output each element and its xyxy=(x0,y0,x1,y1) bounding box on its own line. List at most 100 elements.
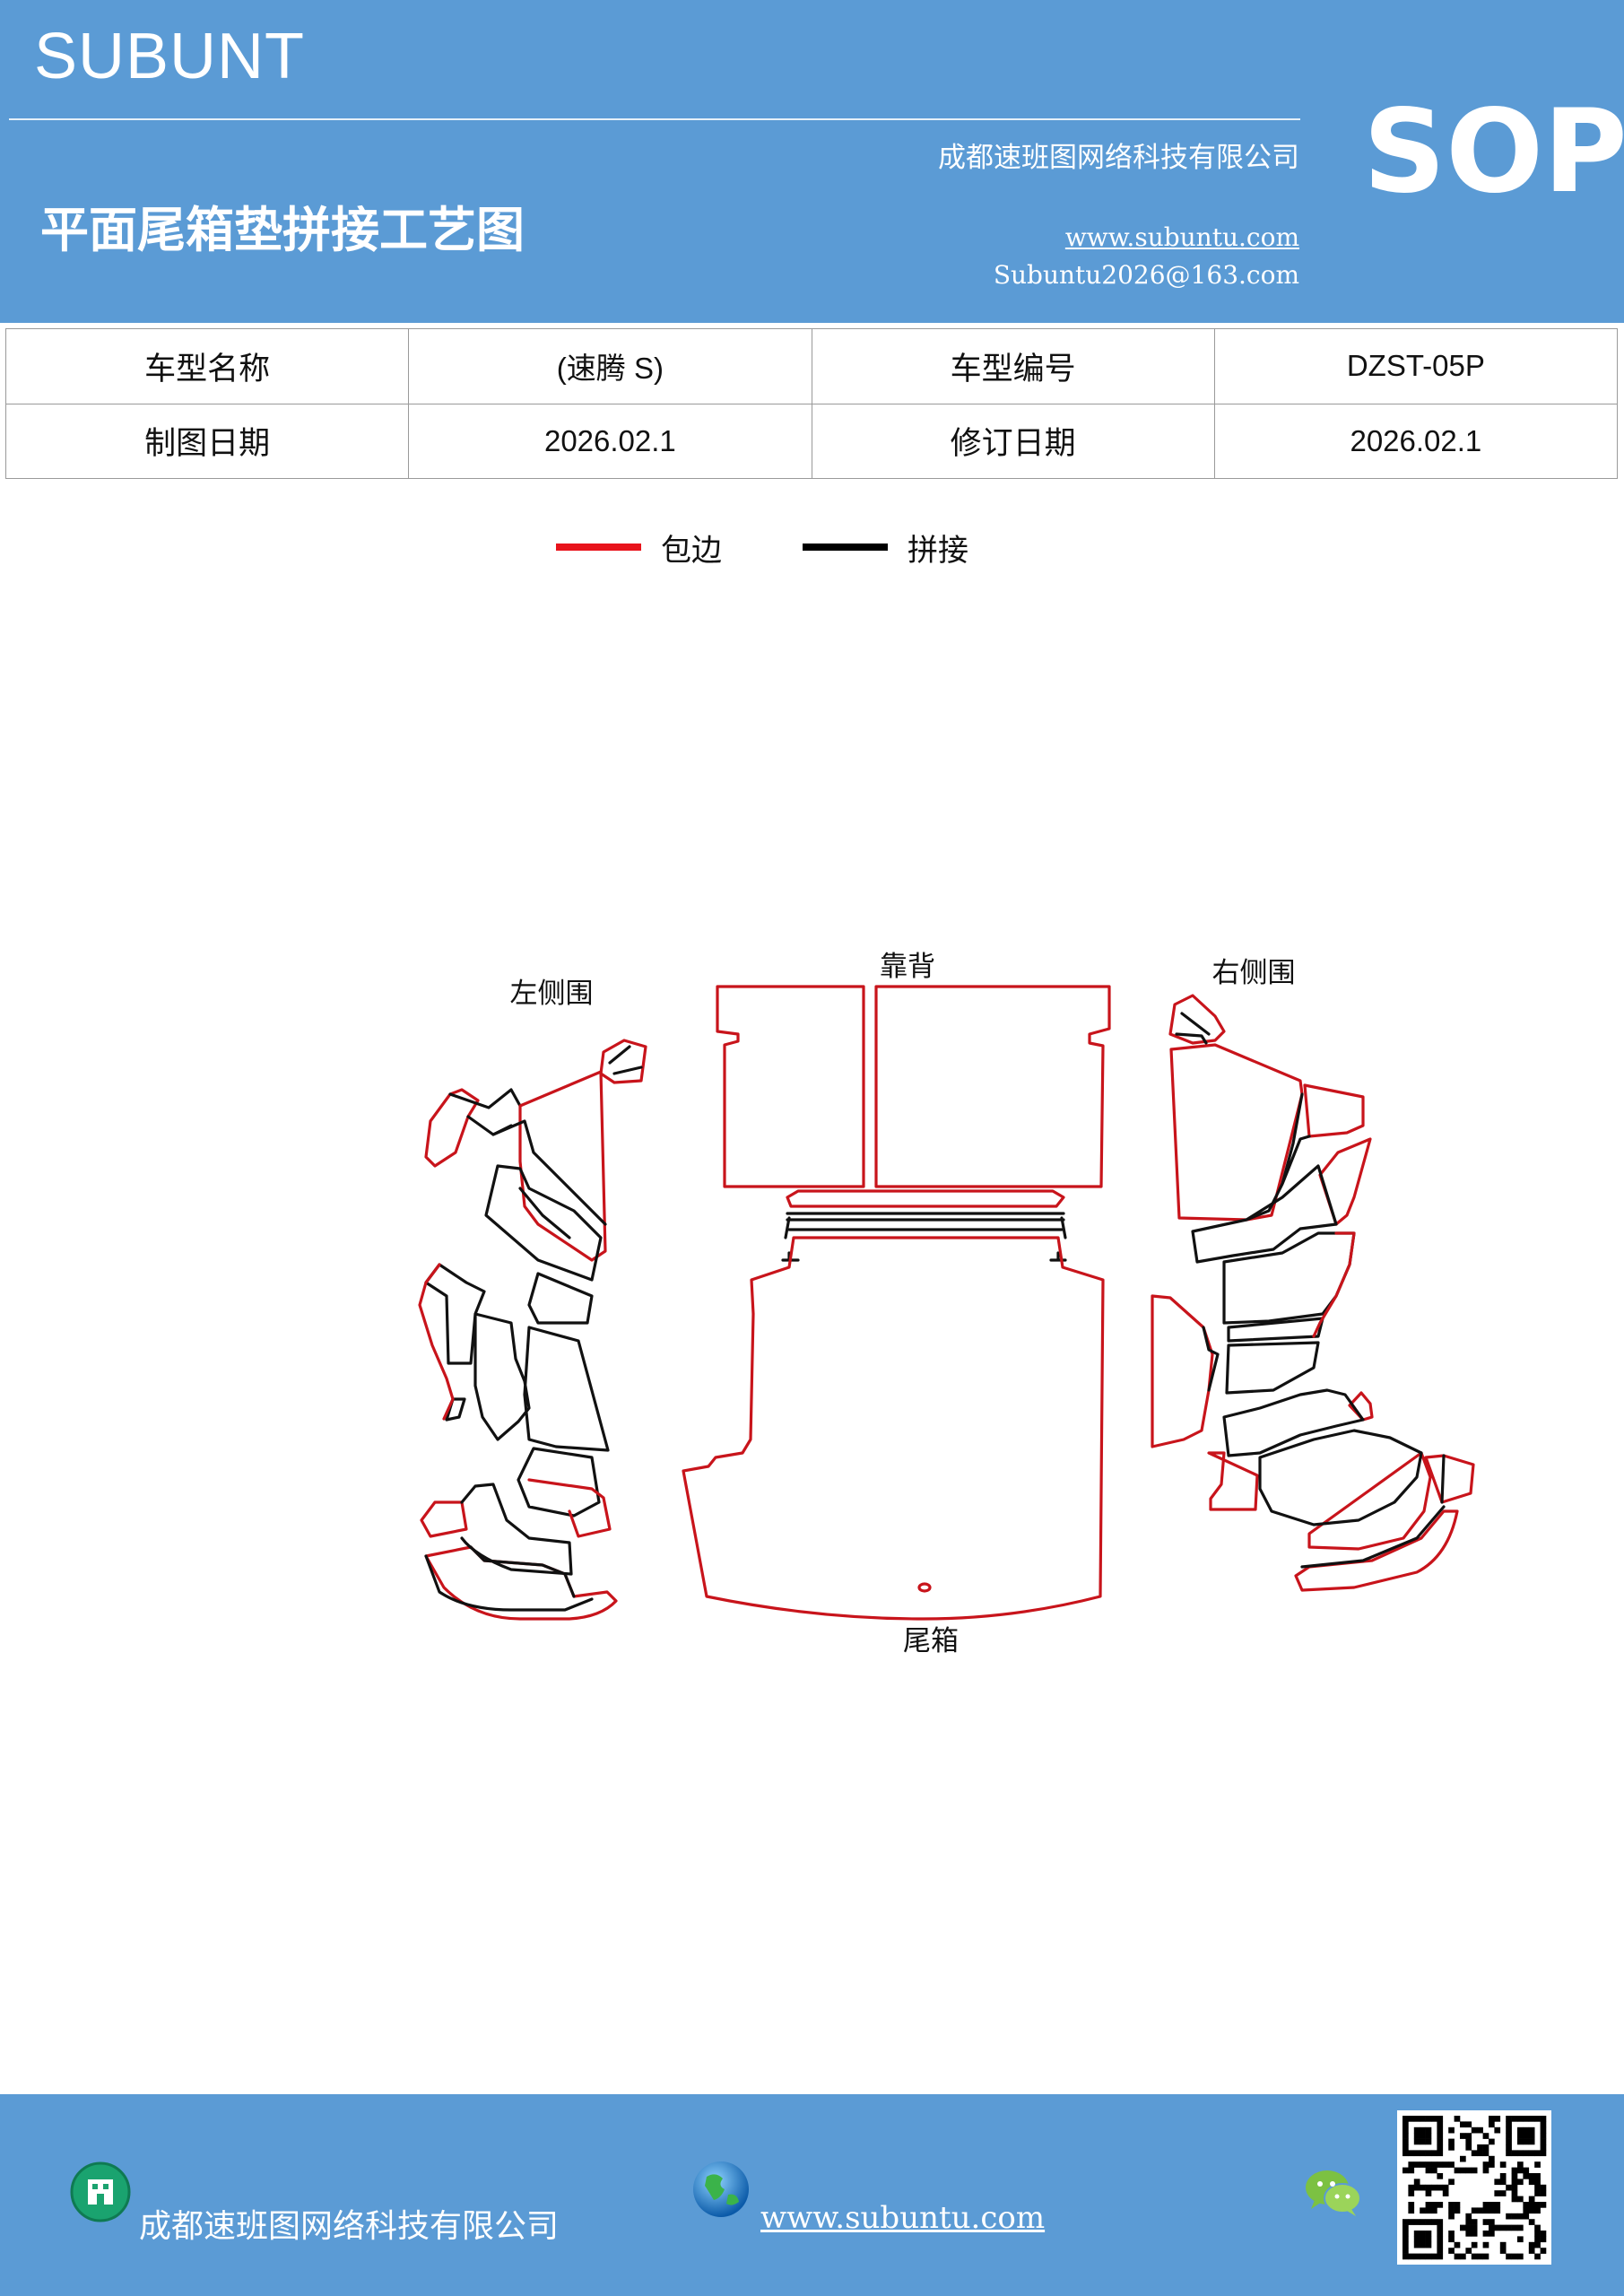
qr-module xyxy=(1534,2190,1541,2196)
legend-item-edge: 包边 xyxy=(556,526,722,570)
qr-module xyxy=(1454,2241,1461,2248)
left-panel-bottom-edge xyxy=(424,1545,618,1621)
qr-module xyxy=(1465,2121,1472,2128)
qr-module xyxy=(1528,2207,1535,2214)
qr-module xyxy=(1465,2213,1472,2220)
qr-module xyxy=(1506,2184,1512,2191)
qr-module xyxy=(1540,2248,1547,2254)
qr-module xyxy=(1540,2126,1547,2134)
qr-module xyxy=(1511,2167,1518,2174)
qr-module xyxy=(1511,2116,1518,2122)
right-panel-top-tab xyxy=(1168,994,1226,1045)
left-panel-top-tab xyxy=(599,1039,647,1084)
qr-module xyxy=(1425,2116,1432,2122)
qr-module xyxy=(1408,2207,1415,2214)
trunk-label: 尾箱 xyxy=(903,1625,959,1657)
header-divider xyxy=(9,118,1300,120)
qr-module xyxy=(1471,2253,1478,2260)
qr-code xyxy=(1397,2110,1551,2265)
qr-module xyxy=(1511,2253,1518,2260)
left-panel-top-seam xyxy=(608,1045,643,1075)
qr-module xyxy=(1489,2155,1495,2162)
legend-swatch-black xyxy=(803,544,888,551)
left-panel-bottom-seam xyxy=(424,1483,594,1612)
qr-module xyxy=(1425,2138,1432,2145)
right-panel-label: 右侧围 xyxy=(1212,957,1296,989)
footer-company-name: 成都速班图网络科技有限公司 xyxy=(139,2208,560,2245)
qr-module xyxy=(1523,2213,1530,2220)
qr-module xyxy=(1448,2179,1455,2186)
qr-module xyxy=(1528,2138,1535,2145)
qr-module xyxy=(1528,2173,1535,2179)
company-name: 成都速班图网络科技有限公司 xyxy=(938,142,1299,174)
qr-module xyxy=(1431,2150,1437,2157)
wechat-icon[interactable] xyxy=(1302,2166,1365,2220)
qr-module xyxy=(1517,2138,1524,2145)
table-row: 制图日期 2026.02.1 修订日期 2026.02.1 xyxy=(4,403,1619,479)
qr-module xyxy=(1494,2190,1501,2196)
qr-module xyxy=(1506,2121,1512,2128)
qr-module xyxy=(1431,2219,1437,2225)
qr-module xyxy=(1499,2161,1507,2168)
document-title: 平面尾箱垫拼接工艺图 xyxy=(40,202,525,258)
model-code-value: DZST-05P xyxy=(1213,328,1619,404)
qr-module xyxy=(1413,2161,1420,2168)
right-panel-lower-parts xyxy=(1207,1391,1475,1592)
qr-module xyxy=(1540,2231,1547,2237)
qr-module xyxy=(1408,2116,1415,2122)
qr-module xyxy=(1534,2116,1541,2122)
left-panel-upper-outer xyxy=(424,1088,480,1168)
qr-module xyxy=(1534,2173,1541,2179)
qr-module xyxy=(1403,2126,1409,2134)
qr-module xyxy=(1437,2116,1444,2122)
qr-module xyxy=(1494,2224,1501,2231)
qr-module xyxy=(1471,2224,1478,2231)
qr-module xyxy=(1425,2236,1432,2243)
qr-module xyxy=(1420,2133,1426,2139)
qr-module xyxy=(1425,2231,1432,2237)
qr-module xyxy=(1482,2144,1489,2151)
qr-module xyxy=(1506,2133,1512,2139)
website-link[interactable]: www.subuntu.com xyxy=(1064,222,1299,252)
qr-module xyxy=(1425,2167,1432,2174)
qr-module xyxy=(1511,2173,1518,2179)
qr-module xyxy=(1437,2253,1444,2260)
qr-module xyxy=(1523,2207,1530,2214)
revise-date-label: 修订日期 xyxy=(811,403,1215,479)
qr-module xyxy=(1499,2248,1507,2254)
qr-module xyxy=(1420,2126,1426,2134)
qr-module xyxy=(1528,2219,1535,2225)
qr-module xyxy=(1437,2173,1444,2179)
qr-module xyxy=(1431,2161,1437,2168)
footer-website-link[interactable]: www.subuntu.com xyxy=(760,2200,1046,2236)
qr-module xyxy=(1448,2236,1455,2243)
right-panel-left-flap-seam xyxy=(1202,1326,1220,1392)
qr-module xyxy=(1413,2241,1420,2248)
qr-module xyxy=(1534,2202,1541,2208)
qr-module xyxy=(1528,2133,1535,2139)
left-panel-mid-pieces xyxy=(484,1164,603,1325)
qr-module xyxy=(1454,2253,1461,2260)
qr-module xyxy=(1413,2126,1420,2134)
qr-module xyxy=(1534,2241,1541,2248)
qr-module xyxy=(1437,2202,1444,2208)
qr-module xyxy=(1528,2202,1535,2208)
qr-module xyxy=(1425,2219,1432,2225)
qr-module xyxy=(1413,2150,1420,2157)
qr-module xyxy=(1523,2133,1530,2139)
qr-module xyxy=(1420,2236,1426,2243)
qr-module xyxy=(1437,2236,1444,2243)
qr-module xyxy=(1489,2116,1495,2122)
qr-module xyxy=(1437,2138,1444,2145)
qr-module xyxy=(1403,2167,1409,2174)
right-panel-upper-seam xyxy=(1245,1092,1311,1222)
qr-module xyxy=(1517,2253,1524,2260)
legend-swatch-red xyxy=(556,544,641,551)
qr-module xyxy=(1477,2253,1483,2260)
revise-date-value: 2026.02.1 xyxy=(1213,403,1619,479)
qr-module xyxy=(1403,2138,1409,2145)
qr-module xyxy=(1454,2202,1461,2208)
qr-module xyxy=(1506,2116,1512,2122)
qr-module xyxy=(1437,2150,1444,2157)
qr-module xyxy=(1534,2236,1541,2243)
